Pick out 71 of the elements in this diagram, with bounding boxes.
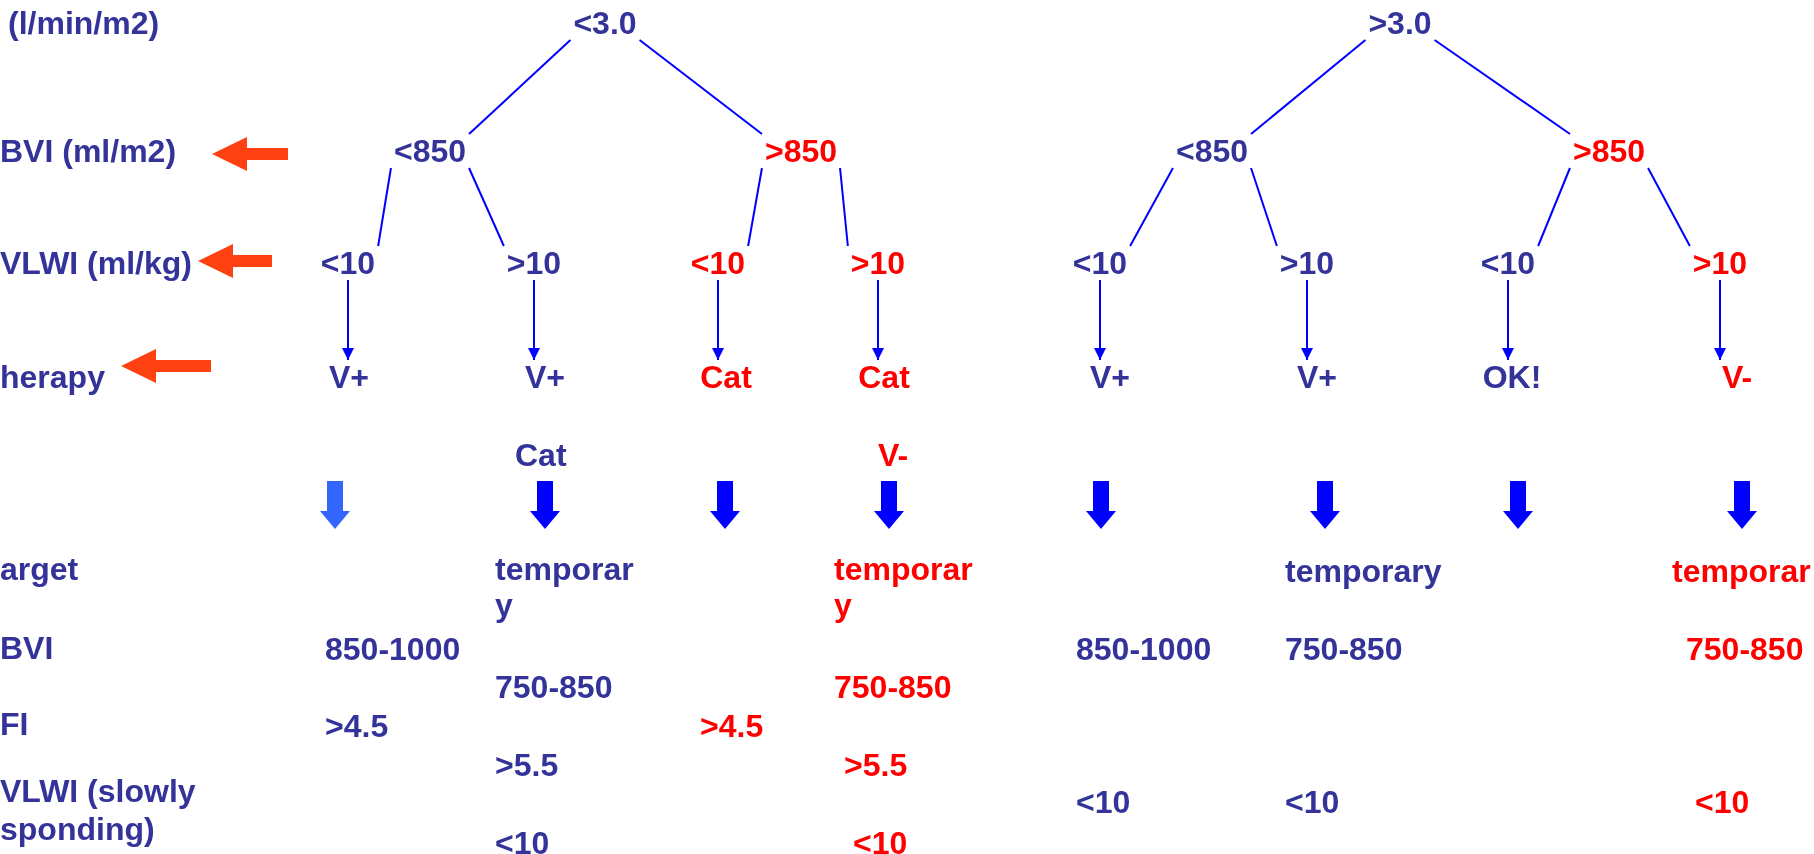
threshold-value: >10 xyxy=(1276,246,1338,280)
target-value: 750-850 xyxy=(495,669,613,705)
tree-branch xyxy=(468,39,572,135)
row-label: (l/min/m2) xyxy=(8,5,160,41)
tree-branch xyxy=(638,39,763,135)
arrow xyxy=(712,279,724,361)
row-label: FI xyxy=(0,706,29,742)
target-value: <10 xyxy=(1695,784,1750,820)
therapy-label: V- xyxy=(1718,360,1756,394)
target-value: 750-850 xyxy=(1285,631,1403,667)
target-value: >5.5 xyxy=(844,747,908,783)
target-value: <10 xyxy=(853,825,908,854)
tree-branch xyxy=(1433,39,1571,135)
threshold-value: >10 xyxy=(1689,246,1751,280)
target-value: >5.5 xyxy=(495,747,559,783)
therapy-label: Cat xyxy=(855,360,913,394)
target-value: temporary xyxy=(1285,553,1442,589)
threshold-value: <10 xyxy=(1069,246,1131,280)
arrow xyxy=(1502,279,1514,361)
target-value: <10 xyxy=(495,825,550,854)
target-value: <10 xyxy=(1076,784,1131,820)
threshold-value: <3.0 xyxy=(570,6,640,40)
threshold-value: <10 xyxy=(687,246,749,280)
arrow xyxy=(342,279,354,361)
target-value: temporar xyxy=(1672,553,1811,589)
row-label: arget xyxy=(0,551,79,587)
tree-branch xyxy=(747,167,763,247)
tree-branch xyxy=(1250,167,1278,247)
therapy-label: V+ xyxy=(522,360,568,394)
alternative-therapy: V- xyxy=(878,437,909,473)
arrow xyxy=(1301,279,1313,361)
alternative-therapy: Cat xyxy=(515,437,567,473)
arrow xyxy=(1714,279,1726,361)
therapy-label: V+ xyxy=(326,360,372,394)
row-label: BVI (ml/m2) xyxy=(0,133,177,169)
threshold-value: >10 xyxy=(503,246,565,280)
therapy-label: Cat xyxy=(697,360,755,394)
threshold-value: >10 xyxy=(847,246,909,280)
row-label: VLWI (slowly sponding) xyxy=(0,772,197,848)
therapy-label: OK! xyxy=(1479,360,1545,394)
tree-branch xyxy=(468,167,505,247)
tree-branch xyxy=(1647,167,1691,247)
therapy-label: V+ xyxy=(1294,360,1340,394)
tree-branch xyxy=(1129,167,1174,247)
target-value: temporary xyxy=(495,551,635,623)
threshold-value: <850 xyxy=(390,134,470,168)
threshold-value: >850 xyxy=(1569,134,1649,168)
tree-branch xyxy=(839,167,849,247)
row-label: BVI xyxy=(0,630,54,666)
threshold-value: >3.0 xyxy=(1365,6,1435,40)
threshold-value: <10 xyxy=(317,246,379,280)
target-value: 850-1000 xyxy=(1076,631,1212,667)
threshold-value: <850 xyxy=(1172,134,1252,168)
threshold-value: <10 xyxy=(1477,246,1539,280)
target-value: >4.5 xyxy=(325,708,389,744)
tree-branch xyxy=(377,167,392,247)
row-label: VLWI (ml/kg) xyxy=(0,245,192,281)
arrow xyxy=(528,279,540,361)
target-value: 750-850 xyxy=(834,669,952,705)
arrow xyxy=(1094,279,1106,361)
target-value: 750-850 xyxy=(1686,631,1804,667)
tree-branch xyxy=(1537,167,1571,247)
target-value: 850-1000 xyxy=(325,631,461,667)
tree-branch xyxy=(1250,39,1367,135)
arrow xyxy=(872,279,884,361)
target-value: temporary xyxy=(834,551,974,623)
row-label: herapy xyxy=(0,359,105,395)
target-value: >4.5 xyxy=(700,708,764,744)
therapy-label: V+ xyxy=(1087,360,1133,394)
target-value: <10 xyxy=(1285,784,1340,820)
threshold-value: >850 xyxy=(761,134,841,168)
